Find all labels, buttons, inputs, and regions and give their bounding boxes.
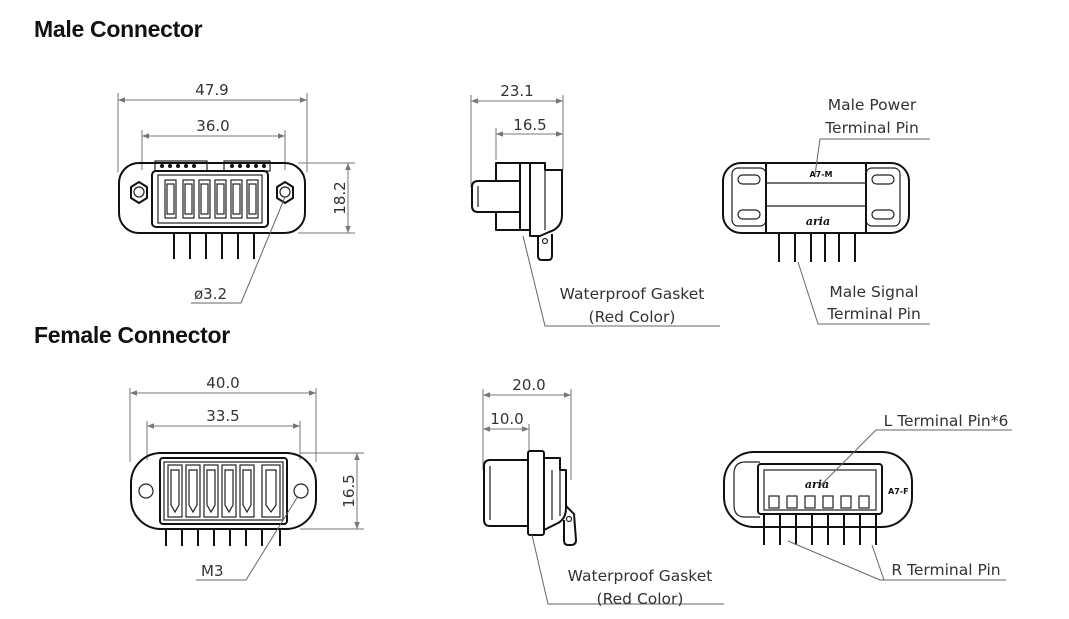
male-brand-mark: aria (806, 215, 830, 228)
male-part-code: A7-M (809, 170, 832, 179)
male-rear-view: A7-M aria Male Power Terminal Pin Male S… (722, 96, 930, 325)
dim-female-pitch: 33.5 (206, 407, 239, 425)
label-male-gasket-line2: (Red Color) (589, 308, 676, 326)
dim-female-side-inner: 10.0 (490, 410, 523, 428)
male-front-view: 47.9 36.0 18.2 (117, 81, 355, 304)
label-female-gasket-line1: Waterproof Gasket (568, 567, 713, 585)
label-male-power-line2: Terminal Pin (824, 119, 919, 137)
dim-male-side-depth: 23.1 (500, 82, 533, 100)
label-male-power-line1: Male Power (828, 96, 917, 114)
dim-male-hole: ø3.2 (194, 285, 227, 303)
female-brand-mark: aria (805, 478, 829, 491)
female-connector-heading: Female Connector (34, 322, 230, 348)
female-part-code: A7-F (888, 487, 909, 496)
dim-male-pitch: 36.0 (196, 117, 229, 135)
male-connector-heading: Male Connector (34, 16, 203, 42)
label-female-l-terminal: L Terminal Pin*6 (884, 412, 1009, 430)
dim-male-height: 18.2 (331, 181, 349, 214)
dim-female-width: 40.0 (206, 374, 239, 392)
label-male-signal-line1: Male Signal (829, 283, 918, 301)
female-rear-view: aria A7-F L Terminal Pin*6 R Terminal Pi… (723, 412, 1012, 581)
label-male-signal-line2: Terminal Pin (826, 305, 921, 323)
dim-male-width: 47.9 (195, 81, 228, 99)
label-female-gasket-line2: (Red Color) (597, 590, 684, 608)
female-side-view: 20.0 10.0 Waterproof Gasket (Red Color) (482, 376, 724, 608)
label-female-r-terminal: R Terminal Pin (891, 561, 1000, 579)
label-male-gasket-line1: Waterproof Gasket (560, 285, 705, 303)
female-front-view: 40.0 33.5 16.5 (129, 374, 364, 581)
dim-female-side-depth: 20.0 (512, 376, 545, 394)
dim-male-side-inner: 16.5 (513, 116, 546, 134)
male-side-view: 23.1 16.5 Waterproof Gasket (Red Color) (470, 82, 720, 327)
dim-female-height: 16.5 (340, 474, 358, 507)
dim-female-thread: M3 (201, 562, 224, 580)
